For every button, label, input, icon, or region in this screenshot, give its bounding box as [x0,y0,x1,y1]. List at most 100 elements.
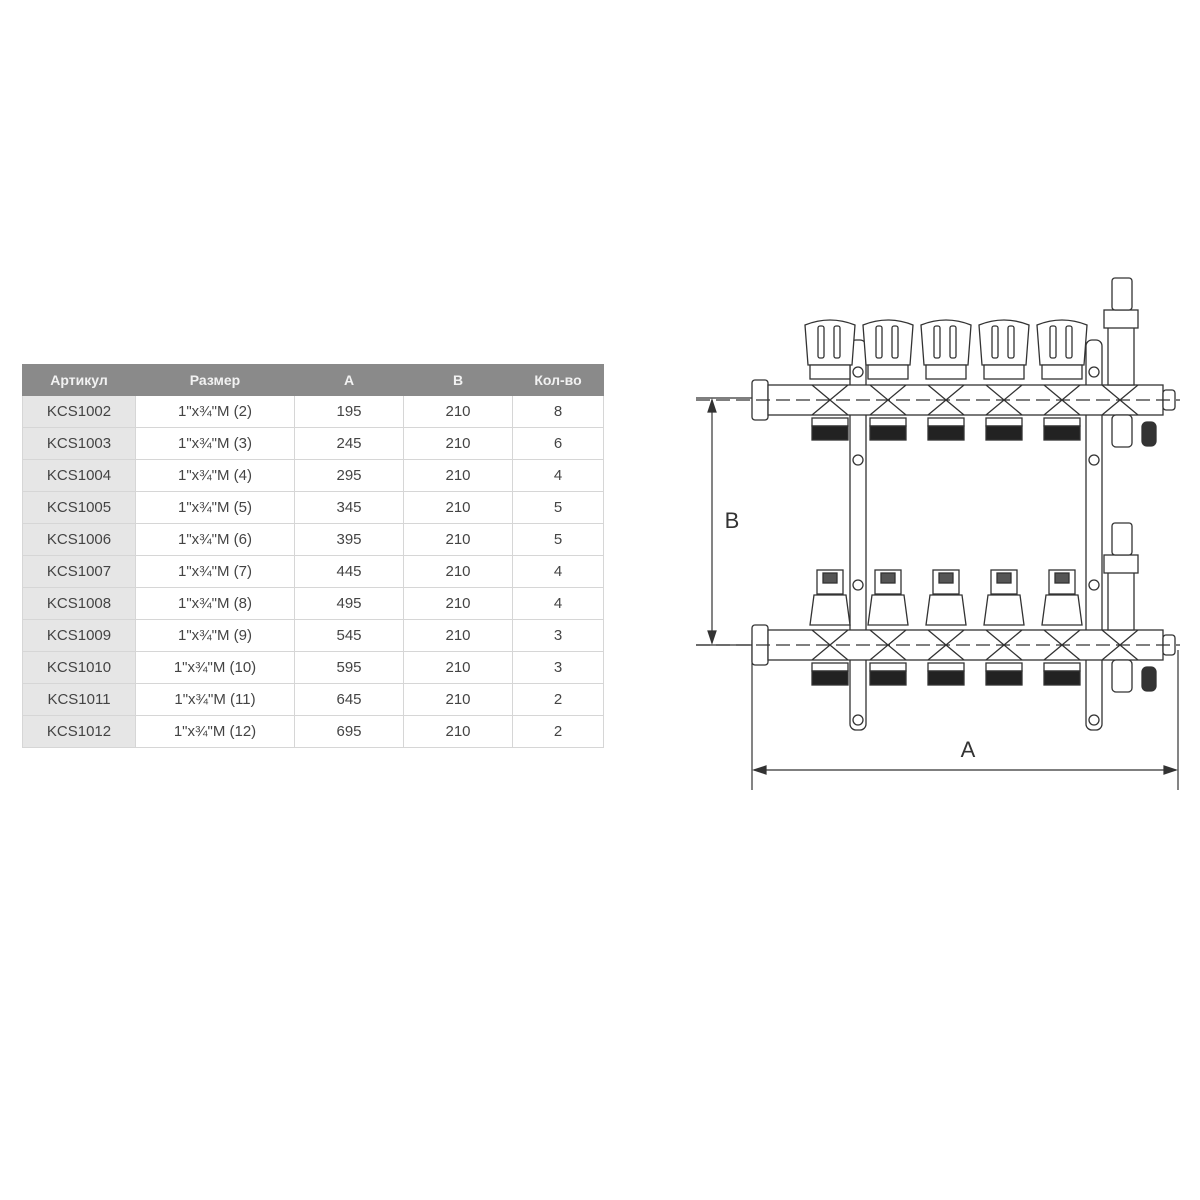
flowmeter-body [809,594,851,626]
drain-cap [1141,666,1157,692]
cell-a: 295 [294,459,404,492]
cap-ring [1041,364,1083,380]
cap-grip [833,325,841,359]
cell-quantity: 6 [512,427,604,460]
cell-quantity: 4 [512,459,604,492]
outlet-thread [985,670,1023,686]
cell-b: 210 [403,555,513,588]
cap-ring [925,364,967,380]
cell-a: 445 [294,555,404,588]
outlet-nut [869,662,907,672]
valve-cross [927,384,965,416]
cell-article: KCS1008 [22,587,136,620]
cap-grip [1049,325,1057,359]
cell-a: 195 [294,395,404,428]
cell-b: 210 [403,459,513,492]
flowmeter-body [867,594,909,626]
bracket-hole [1088,714,1100,726]
bracket-hole [1088,366,1100,378]
cell-size: 1"x¾"M (6) [135,523,295,556]
outlet-thread [927,670,965,686]
thermostatic-cap [1036,319,1088,366]
outlet-nut [985,662,1023,672]
cell-size: 1"x¾"M (7) [135,555,295,588]
cell-quantity: 3 [512,651,604,684]
air-vent-cap [1111,277,1133,311]
outlet-thread [811,670,849,686]
outlet-thread [811,425,849,441]
flowmeter-tube [874,569,902,595]
thermostatic-cap [978,319,1030,366]
cell-a: 695 [294,715,404,748]
bracket-hole [852,366,864,378]
outlet-nut [1043,662,1081,672]
outlet-nut [811,662,849,672]
cell-quantity: 2 [512,715,604,748]
flowmeter-scale [996,572,1012,584]
header-article: Артикул [22,364,136,396]
cell-quantity: 2 [512,683,604,716]
valve-cross [985,384,1023,416]
outlet-nut [927,417,965,427]
outlet-nut [1043,417,1081,427]
outlet-nut [811,417,849,427]
air-vent-body [1107,569,1135,631]
valve-cross [1101,384,1139,416]
flowmeter-scale [822,572,838,584]
cap-grip [949,325,957,359]
flowmeter-body [983,594,1025,626]
cap-grip [1007,325,1015,359]
cell-b: 210 [403,491,513,524]
flowmeter-scale [1054,572,1070,584]
cell-article: KCS1007 [22,555,136,588]
cap-ring [867,364,909,380]
cap-grip [933,325,941,359]
outlet-nut [927,662,965,672]
drain-cap [1141,421,1157,447]
thermostatic-cap [862,319,914,366]
air-vent-body [1107,324,1135,386]
valve-cross [1043,629,1081,661]
outlet-thread [985,425,1023,441]
flowmeter-body [925,594,967,626]
bracket-hole [1088,579,1100,591]
flowmeter-scale [880,572,896,584]
outlet-thread [1043,425,1081,441]
dimension-b-label: B [725,508,740,533]
cell-b: 210 [403,427,513,460]
valve-cross [811,629,849,661]
cap-grip [875,325,883,359]
valve-cross [1101,629,1139,661]
table-header-row: Артикул Размер A B Кол-во [22,364,604,396]
cell-article: KCS1012 [22,715,136,748]
bracket-hole [852,454,864,466]
dimension-a-label: A [961,737,976,762]
flowmeter-body [1041,594,1083,626]
air-vent-ring [1103,554,1139,574]
valve-cross [1043,384,1081,416]
outlet-thread [927,425,965,441]
thermostatic-cap [804,319,856,366]
thermostatic-cap [920,319,972,366]
drain-valve [1111,414,1133,448]
cell-size: 1"x¾"M (4) [135,459,295,492]
cell-b: 210 [403,715,513,748]
cap-grip [891,325,899,359]
cell-a: 245 [294,427,404,460]
cap-ring [809,364,851,380]
cell-size: 1"x¾"M (12) [135,715,295,748]
cell-b: 210 [403,619,513,652]
cap-grip [817,325,825,359]
cell-b: 210 [403,651,513,684]
cell-quantity: 3 [512,619,604,652]
valve-cross [985,629,1023,661]
